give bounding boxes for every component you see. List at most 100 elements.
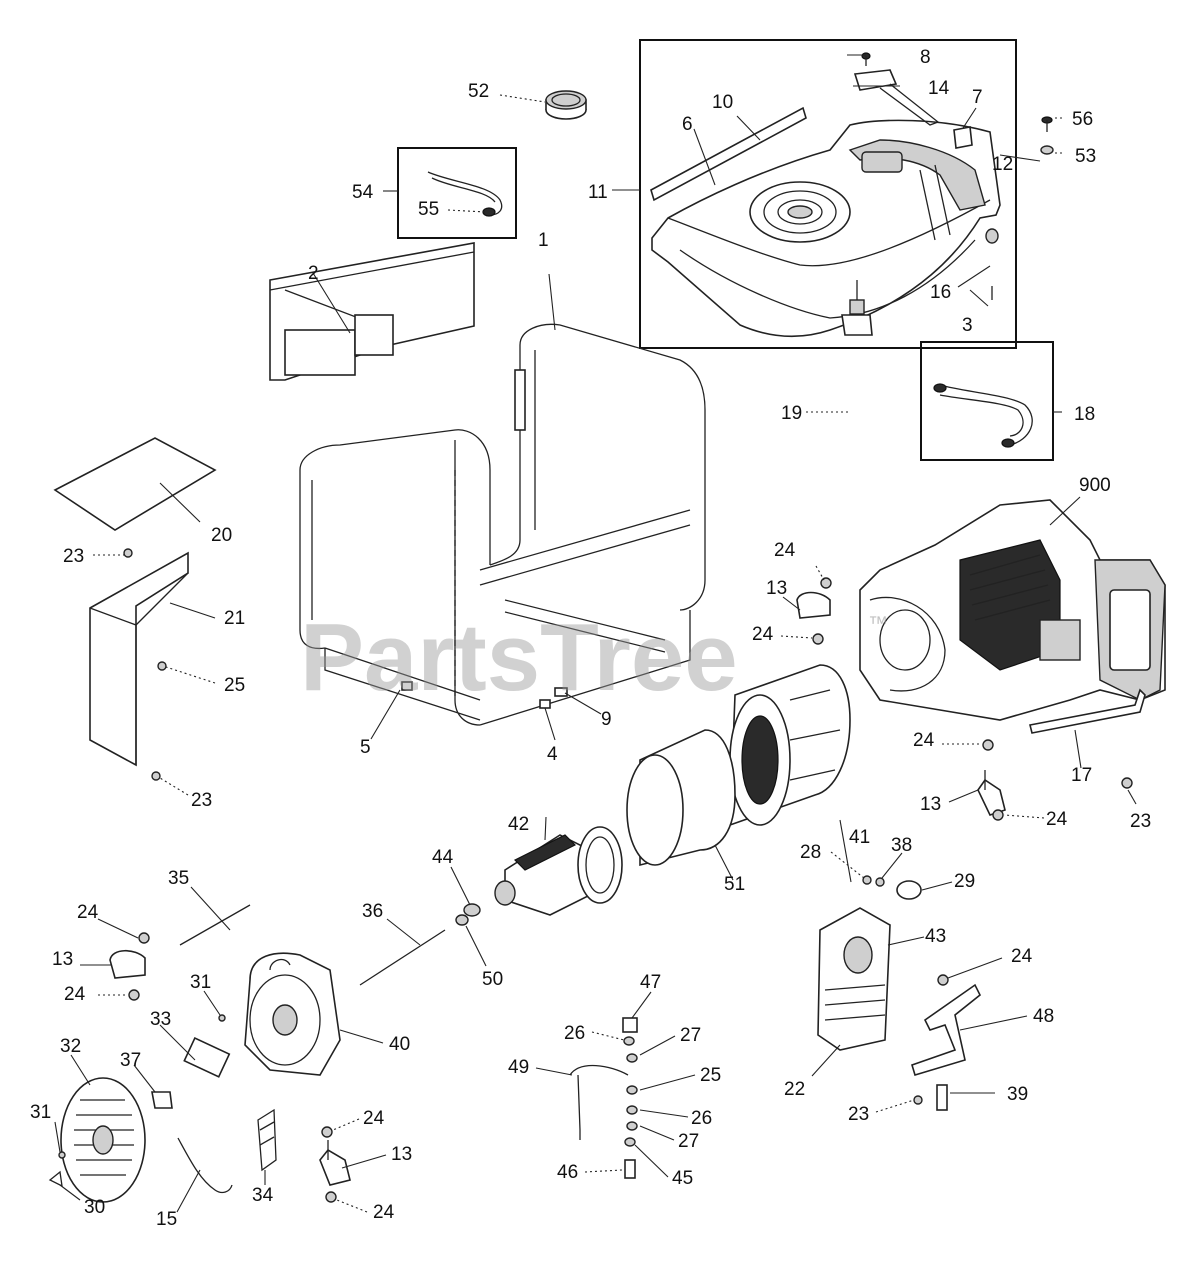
vibration-mount-13-c: [109, 949, 146, 979]
callout-30: 30: [84, 1197, 105, 1218]
washer-28: [862, 875, 872, 885]
callout-27-b: 27: [678, 1131, 699, 1152]
callout-4: 4: [547, 744, 558, 765]
callout-48: 48: [1033, 1006, 1054, 1027]
callout-56: 56: [1072, 109, 1093, 130]
callout-labels: 52 8 14 10 7 6 56 53 12 11 54 55 1 2 16 …: [30, 47, 1151, 1230]
callout-23-b: 23: [191, 790, 212, 811]
callout-23-d: 23: [848, 1104, 869, 1125]
washer-44: [463, 903, 481, 917]
vibration-mount-13-b: [977, 770, 1006, 816]
callout-9: 9: [601, 709, 612, 730]
callout-42: 42: [508, 814, 529, 835]
screw-23-d: [913, 1095, 923, 1105]
washer-25-a: [157, 661, 167, 671]
tank-bracket-14: [853, 69, 898, 91]
callout-20: 20: [211, 525, 232, 546]
callout-33: 33: [150, 1009, 171, 1030]
callout-2: 2: [308, 263, 319, 284]
callout-6: 6: [682, 114, 693, 135]
bolt-46: [624, 1159, 636, 1179]
callout-19: 19: [781, 403, 802, 424]
callout-12: 12: [992, 154, 1013, 175]
nut-24-g: [321, 1126, 333, 1138]
callout-55: 55: [418, 199, 439, 220]
through-bolt-35: [179, 904, 251, 946]
callout-47: 47: [640, 972, 661, 993]
callout-17: 17: [1071, 765, 1092, 786]
washer-53: [1040, 145, 1054, 155]
washer-26-b: [626, 1105, 638, 1115]
callout-23-c: 23: [1130, 811, 1151, 832]
callout-13-d: 13: [391, 1144, 412, 1165]
stator-cover-51: [626, 729, 736, 867]
screw-23-c: [1121, 777, 1133, 789]
callout-3: 3: [962, 315, 973, 336]
leader-lines: [54, 54, 1137, 1213]
tank-label-7: [953, 126, 973, 149]
callout-24-h: 24: [373, 1202, 395, 1223]
callout-13-a: 13: [766, 578, 787, 599]
callout-38: 38: [891, 835, 912, 856]
nut-24-e: [138, 932, 150, 944]
callout-52: 52: [468, 81, 489, 102]
callout-24-a: 24: [774, 540, 796, 561]
callout-22: 22: [784, 1079, 805, 1100]
wire-15: [177, 1137, 233, 1194]
callout-23-a: 23: [63, 546, 84, 567]
callout-36: 36: [362, 901, 383, 922]
screw-31-a: [218, 1014, 226, 1022]
callout-13-b: 13: [920, 794, 941, 815]
callout-21: 21: [224, 608, 245, 629]
callout-14: 14: [928, 78, 950, 99]
callout-7: 7: [972, 87, 983, 108]
through-bolt-36: [359, 929, 446, 986]
callout-11: 11: [588, 182, 608, 203]
rotor-42: [494, 826, 623, 916]
bolt-47: [622, 1017, 638, 1033]
washer-27-b: [626, 1121, 638, 1131]
watermark-trademark: ™: [868, 613, 888, 635]
washer-38: [875, 877, 885, 887]
part-5: [401, 681, 413, 691]
fuel-hose-kit-box-18: [920, 341, 1054, 461]
callout-1: 1: [538, 230, 549, 251]
nut-24-a: [820, 577, 832, 589]
callout-51: 51: [724, 874, 745, 895]
grommet-16: [985, 228, 999, 244]
callout-41: 41: [849, 827, 870, 848]
callout-53: 53: [1075, 146, 1096, 167]
fuel-tank-kit-box: [639, 39, 1017, 349]
part-9: [554, 687, 568, 697]
part-37: [151, 1091, 173, 1109]
washer-45: [624, 1137, 636, 1147]
control-panel-bracket-2: [269, 242, 475, 381]
callout-24-b: 24: [752, 624, 774, 645]
callout-35: 35: [168, 868, 189, 889]
callout-8: 8: [920, 47, 931, 68]
callout-24-i: 24: [1011, 946, 1033, 967]
callout-16: 16: [930, 282, 951, 303]
callout-45: 45: [672, 1168, 693, 1189]
fuel-hose-18: [933, 383, 1033, 448]
nut-24-d: [992, 809, 1004, 821]
fuel-hose-54: [427, 171, 503, 217]
fuel-hose-kit-box-54: [397, 147, 517, 239]
callout-44: 44: [432, 847, 454, 868]
bolt-56: [1041, 116, 1053, 132]
fuel-tank: [651, 119, 1001, 338]
bracket-17: [1029, 688, 1146, 734]
watermark-text: PartsTree: [300, 604, 738, 711]
callout-26-a: 26: [564, 1023, 585, 1044]
callout-26-b: 26: [691, 1108, 712, 1129]
callout-900: 900: [1079, 475, 1111, 496]
screw-31-b: [58, 1151, 66, 1159]
washer-27-a: [626, 1053, 638, 1063]
screw-23-b: [151, 771, 161, 781]
callout-24-d: 24: [1046, 809, 1068, 830]
washer-26-a: [623, 1036, 635, 1046]
callout-54: 54: [352, 182, 374, 203]
callout-39: 39: [1007, 1084, 1028, 1105]
